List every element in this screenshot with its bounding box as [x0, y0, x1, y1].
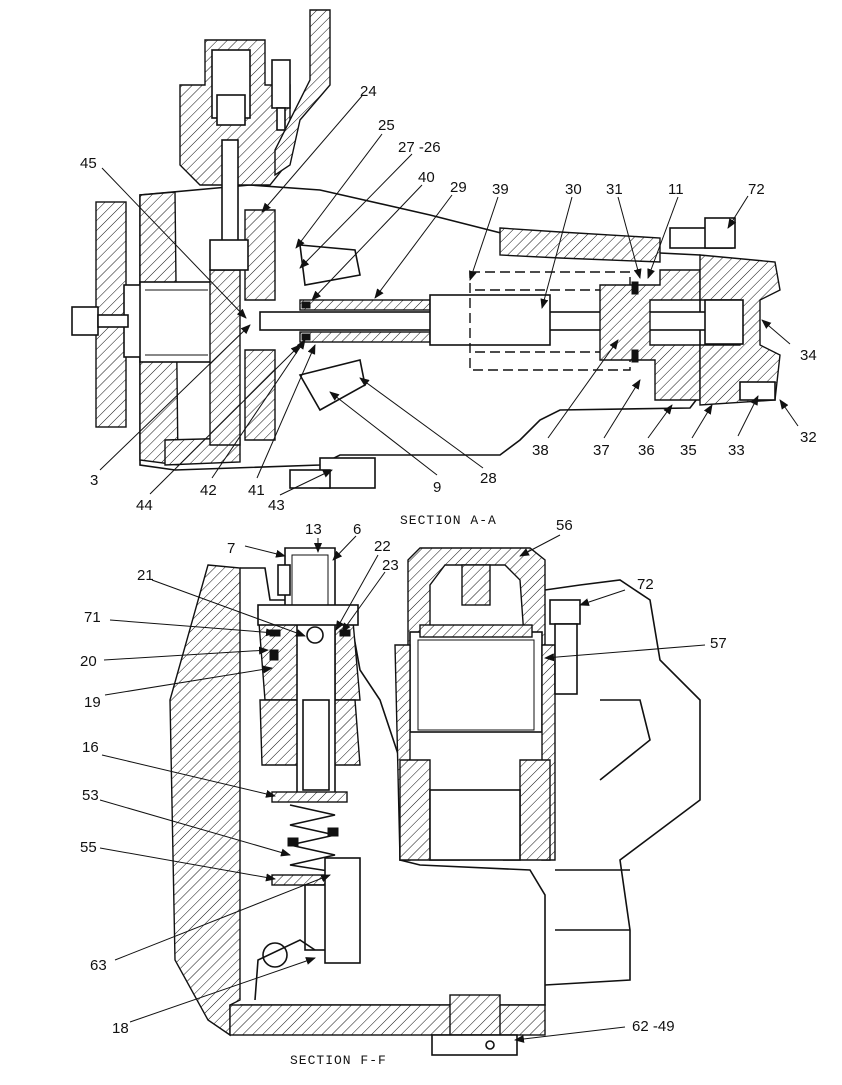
callout-25: 25 [378, 117, 395, 134]
housing-outline [240, 567, 546, 1006]
callout-21: 21 [137, 567, 154, 584]
labels-a-a: 24 25 27 -26 40 29 39 30 31 11 72 45 34 … [80, 83, 817, 528]
top-block [257, 604, 359, 626]
callout-72-a: 72 [748, 181, 765, 198]
callout-6: 6 [353, 521, 361, 538]
drive-nut [71, 306, 99, 336]
cylinder-bore [429, 789, 521, 861]
bolt-72-f [549, 599, 581, 625]
callout-62-49: 62 -49 [632, 1018, 675, 1035]
pivot-pin [306, 626, 324, 644]
pin-18 [262, 942, 288, 968]
callout-55: 55 [80, 839, 97, 856]
callout-72-f: 72 [637, 576, 654, 593]
drain-nut [431, 1034, 518, 1056]
labels-f-f: 13 6 7 22 23 21 56 72 71 57 20 19 16 53 … [80, 517, 727, 1068]
callout-42: 42 [200, 482, 217, 499]
callout-45: 45 [80, 155, 97, 172]
callout-30: 30 [565, 181, 582, 198]
section-title-a-a: SECTION A-A [400, 513, 497, 528]
callout-34: 34 [800, 347, 817, 364]
section-a-a [71, 9, 781, 489]
governor-rod [221, 139, 239, 251]
callout-36: 36 [638, 442, 655, 459]
callout-18: 18 [112, 1020, 129, 1037]
tower-screw [271, 59, 291, 109]
bearing-block [139, 281, 213, 363]
callout-41: 41 [248, 482, 265, 499]
callout-23: 23 [382, 557, 399, 574]
spring [289, 804, 336, 873]
piston [409, 631, 543, 733]
callout-29: 29 [450, 179, 467, 196]
callout-13: 13 [305, 521, 322, 538]
leaders-a-a [99, 95, 799, 496]
lower-bolt [289, 469, 331, 489]
callout-53: 53 [82, 787, 99, 804]
callout-40: 40 [418, 169, 435, 186]
callout-9: 9 [433, 479, 441, 496]
top-plate [274, 9, 331, 177]
upper-housing [499, 227, 661, 263]
callout-31: 31 [606, 181, 623, 198]
callout-7: 7 [227, 540, 235, 557]
housing-left [169, 564, 241, 1037]
piston-sleeve [429, 294, 551, 346]
piston-band [419, 624, 533, 638]
callout-16: 16 [82, 739, 99, 756]
side-block [324, 857, 361, 964]
fork-pin [277, 564, 291, 596]
callout-71: 71 [84, 609, 101, 626]
callout-28: 28 [480, 470, 497, 487]
collar-16 [271, 791, 348, 803]
callout-35: 35 [680, 442, 697, 459]
section-title-f-f: SECTION F-F [290, 1053, 387, 1068]
callout-22: 22 [374, 538, 391, 555]
callout-37: 37 [593, 442, 610, 459]
callout-11: 11 [668, 181, 684, 198]
external-body [544, 579, 701, 986]
end-cap [704, 299, 744, 345]
callout-3: 3 [90, 472, 98, 489]
callout-33: 33 [728, 442, 745, 459]
cap-inner [461, 564, 491, 606]
callout-24: 24 [360, 83, 377, 100]
callout-57: 57 [710, 635, 727, 652]
drive-bolt [97, 314, 129, 328]
callout-56: 56 [556, 517, 573, 534]
lower-rod [304, 884, 328, 951]
spring-zone [469, 271, 631, 371]
drain-plug [449, 994, 501, 1036]
callout-19: 19 [84, 694, 101, 711]
callout-20: 20 [80, 653, 97, 670]
callout-27-26: 27 -26 [398, 139, 441, 156]
callout-44: 44 [136, 497, 153, 514]
web-upper [244, 209, 276, 301]
callout-63: 63 [90, 957, 107, 974]
callout-32: 32 [800, 429, 817, 446]
right-flange [599, 269, 701, 401]
callout-38: 38 [532, 442, 549, 459]
callout-43: 43 [268, 497, 285, 514]
shaft-sleeve [299, 299, 431, 311]
section-f-f [169, 547, 701, 1056]
callout-39: 39 [492, 181, 509, 198]
leaders-f-f [99, 534, 706, 1043]
